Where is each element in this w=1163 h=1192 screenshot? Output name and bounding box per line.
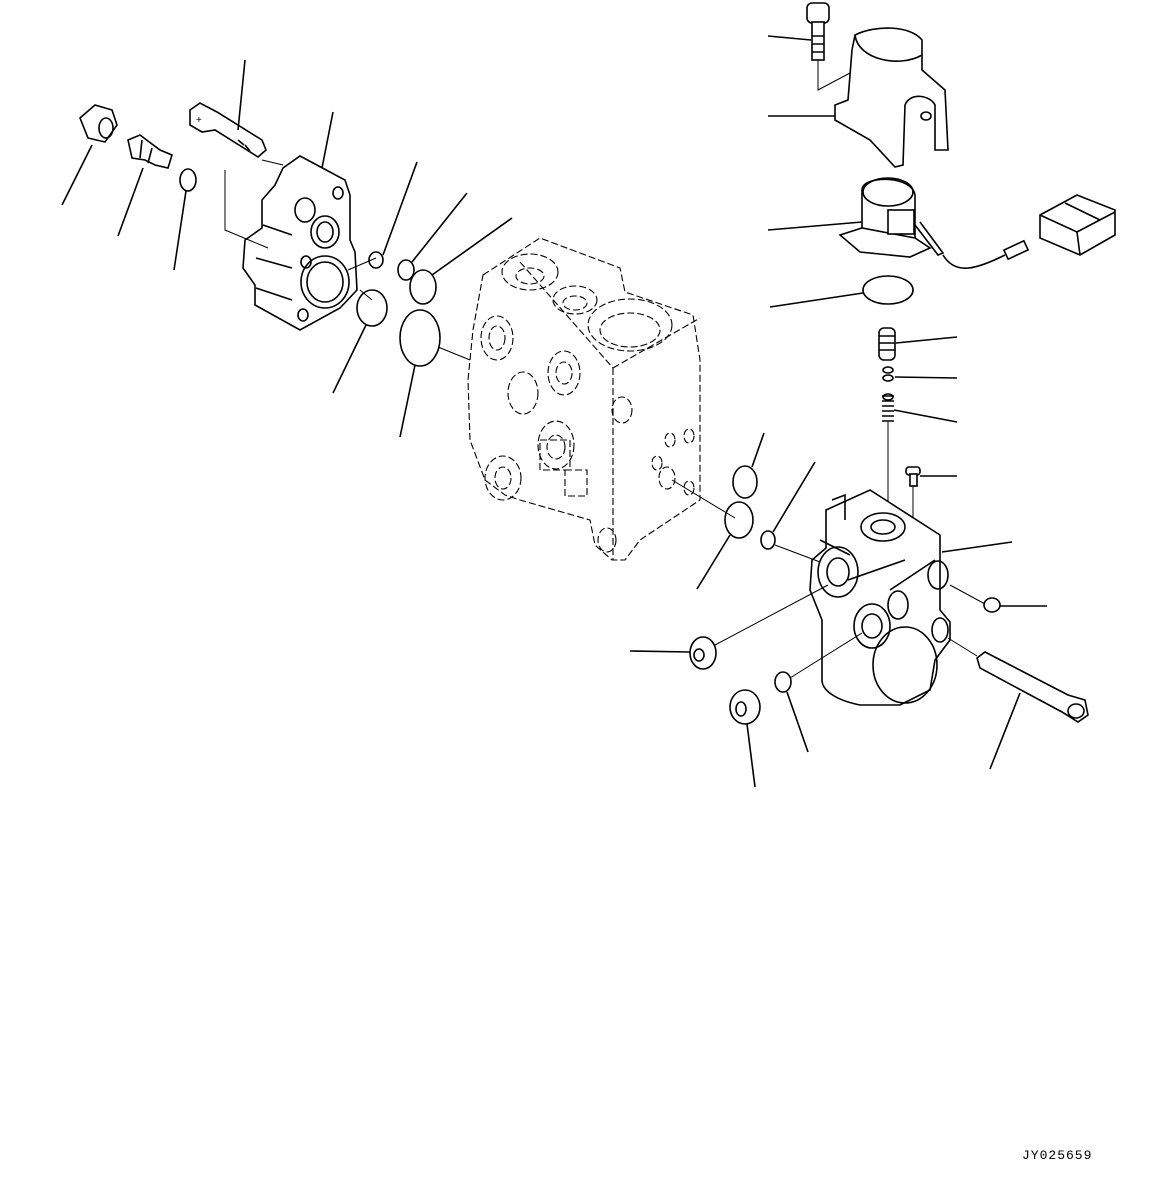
long-bolt-right [976, 651, 1089, 723]
o-ring-solenoid [862, 275, 914, 305]
spacer-rings [882, 366, 894, 382]
plug-large [689, 636, 717, 670]
threaded-plug-small [983, 597, 1001, 613]
o-ring-small [397, 259, 415, 281]
svg-text:+: + [196, 115, 202, 126]
plug-disc [356, 289, 388, 327]
leader-lines [61, 35, 1047, 788]
small-o-ring-left [179, 168, 197, 192]
solenoid-bracket [834, 27, 949, 168]
bolt-axis-line [224, 159, 284, 249]
o-ring-right-a [732, 465, 758, 499]
o-ring-large [399, 309, 441, 367]
figure-id-code: JY025659 [1022, 1148, 1093, 1163]
cover-block-left [242, 155, 358, 331]
valve-body-main [467, 237, 701, 561]
o-ring-medium [409, 269, 437, 305]
o-ring-right-b [724, 501, 754, 539]
spool-plug [878, 327, 896, 361]
fitting-plug [127, 134, 173, 169]
solenoid-with-connector [838, 177, 1116, 269]
small-nut [368, 251, 384, 269]
valve-block-right [809, 489, 951, 706]
spring [882, 393, 894, 422]
small-screw [905, 466, 921, 487]
o-ring-bottom [774, 671, 792, 693]
plug-bottom [729, 689, 761, 725]
socket-head-bolt-left: + [189, 102, 267, 158]
cap-bolt-top [806, 2, 830, 61]
hex-nut [79, 104, 118, 143]
small-plug-right [760, 530, 776, 550]
